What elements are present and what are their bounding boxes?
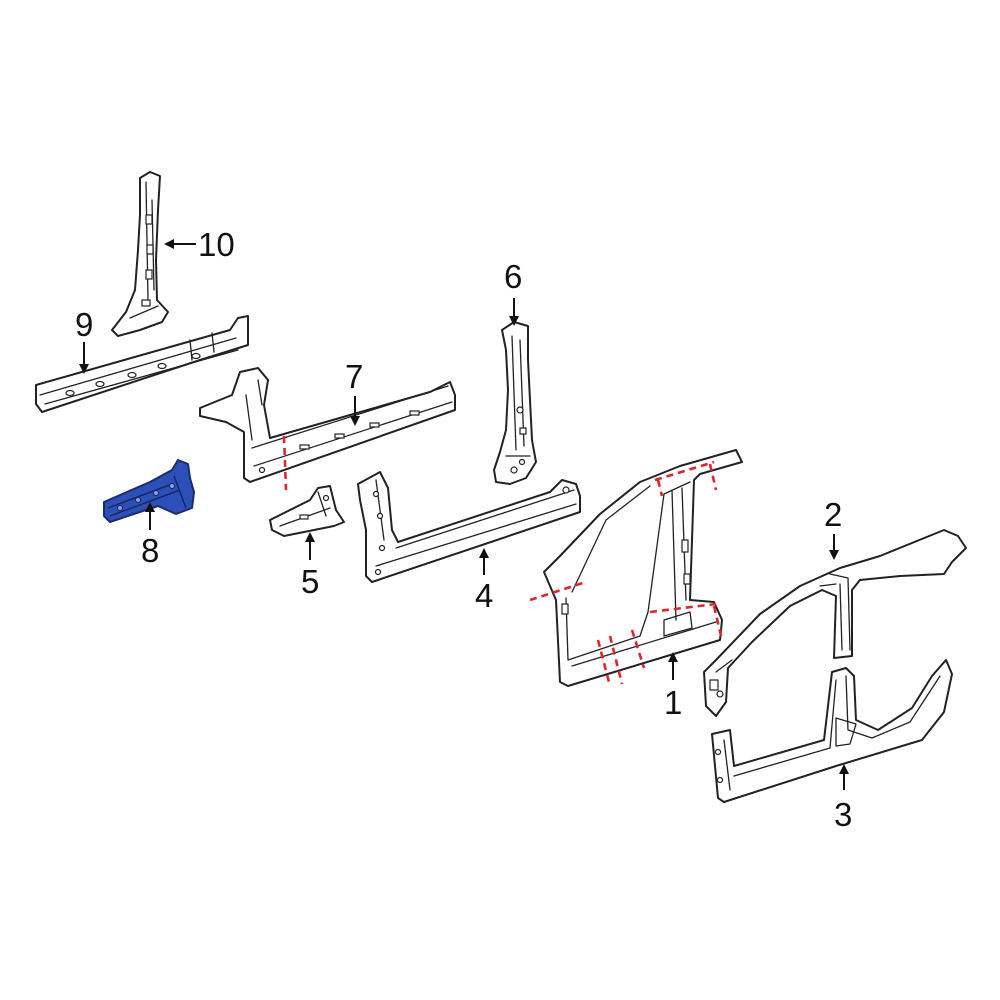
part-10-pillar-reinforcement[interactable] xyxy=(111,171,169,337)
part-8-front-pillar-bracket-highlighted[interactable] xyxy=(103,459,195,523)
part-3-outer-lower-side-panel[interactable] xyxy=(711,659,953,803)
part-2-outer-upper-frame[interactable] xyxy=(703,529,967,717)
callout-9: 9 xyxy=(75,306,93,343)
leader-lines xyxy=(79,239,849,790)
callout-labels: 10 9 7 6 8 5 4 1 2 3 xyxy=(75,226,852,833)
part-4-rocker-reinforcement[interactable] xyxy=(357,471,581,583)
callout-6: 6 xyxy=(504,258,522,295)
callout-4: 4 xyxy=(475,577,493,614)
part-7-inner-rocker[interactable] xyxy=(199,367,456,491)
callout-2: 2 xyxy=(824,496,842,533)
part-9-rocker-reinforcement[interactable] xyxy=(35,315,249,413)
callout-7: 7 xyxy=(345,358,363,395)
part-1-inner-body-side-frame[interactable] xyxy=(529,449,743,687)
part-5-rocker-bracket[interactable] xyxy=(269,485,345,537)
callout-8: 8 xyxy=(141,532,159,569)
callout-5: 5 xyxy=(301,563,319,600)
callout-3: 3 xyxy=(834,796,852,833)
callout-10: 10 xyxy=(198,226,235,263)
callout-1: 1 xyxy=(664,684,682,721)
part-6-b-pillar-inner[interactable] xyxy=(493,321,537,485)
